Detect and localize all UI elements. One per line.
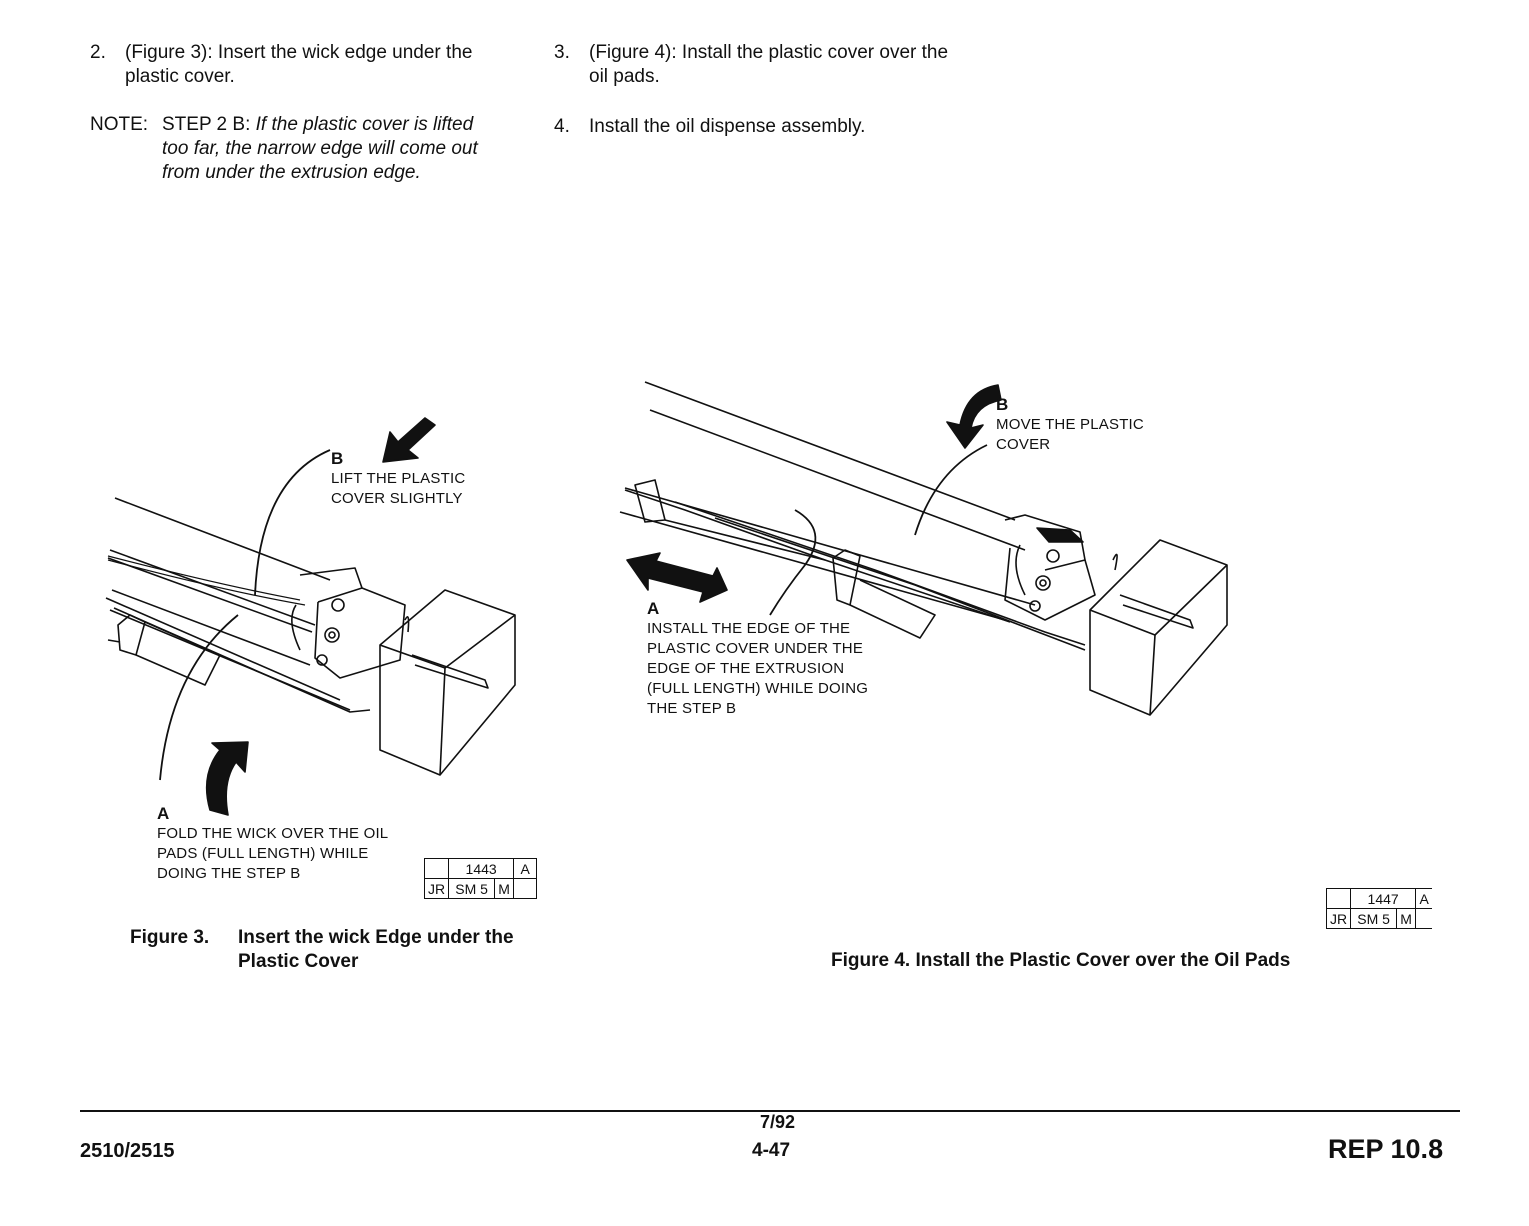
callout-line: MOVE THE PLASTIC (996, 416, 1144, 433)
figure-3-callout-b: B LIFT THE PLASTIC COVER SLIGHTLY (331, 449, 465, 509)
step-text: (Figure 4): Install the plastic cover ov… (589, 42, 949, 63)
tag-number: 1447 (1350, 888, 1417, 909)
figure-4-callout-b: B MOVE THE PLASTIC COVER (996, 395, 1144, 455)
callout-letter: B (331, 449, 344, 468)
figure-3-tag: 1443 A JR SM 5 M (423, 858, 538, 899)
tag-number: 1443 (448, 858, 515, 879)
step-text-cont: oil pads. (589, 66, 660, 87)
tag-rev: A (1415, 888, 1433, 909)
figure-3-callout-a: A FOLD THE WICK OVER THE OIL PADS (FULL … (157, 804, 388, 884)
callout-line: COVER (996, 436, 1051, 453)
footer-model: 2510/2515 (80, 1140, 175, 1162)
tag-code: JR (423, 878, 450, 899)
caption-text-cont: Plastic Cover (238, 951, 359, 972)
step-number: 4. (554, 116, 570, 137)
callout-line: INSTALL THE EDGE OF THE (647, 620, 851, 637)
note-line-3: from under the extrusion edge. (162, 162, 421, 183)
note-line-1: If the plastic cover is lifted (255, 114, 474, 135)
callout-line: FOLD THE WICK OVER THE OIL (157, 825, 389, 842)
callout-line: LIFT THE PLASTIC (331, 470, 466, 487)
figure-3-illustration (105, 417, 516, 816)
step-4: 4. Install the oil dispense assembly. (554, 115, 1004, 141)
step-3: 3. (Figure 4): Install the plastic cover… (554, 41, 1004, 91)
figure-4-caption: Figure 4. Install the Plastic Cover over… (831, 950, 1291, 971)
step-number: 3. (554, 42, 570, 63)
callout-line: PADS (FULL LENGTH) WHILE (157, 845, 369, 862)
callout-line: EDGE OF THE EXTRUSION (647, 660, 845, 677)
callout-letter: A (157, 804, 170, 823)
figure-4-callout-a: A INSTALL THE EDGE OF THE PLASTIC COVER … (647, 599, 868, 719)
callout-letter: A (647, 599, 660, 618)
step-text: Install the oil dispense assembly. (589, 116, 866, 137)
tag-code: SM 5 (448, 878, 496, 899)
footer-rule (80, 1110, 1460, 1112)
figure-3-caption: Figure 3. Insert the wick Edge under the… (130, 926, 550, 976)
note: NOTE: STEP 2 B: If the plastic cover is … (90, 113, 540, 188)
step-2: 2. (Figure 3): Insert the wick edge unde… (90, 41, 530, 91)
footer-date: 7/92 (760, 1112, 796, 1132)
tag-code: SM 5 (1350, 908, 1398, 929)
caption-label: Figure 3. (130, 927, 210, 948)
callout-line: COVER SLIGHTLY (331, 490, 463, 507)
note-line-2: too far, the narrow edge will come out (162, 138, 478, 159)
tag-code: M (494, 878, 515, 899)
figure-4-illustration (619, 381, 1228, 716)
step-text: (Figure 3): Insert the wick edge under t… (125, 42, 473, 63)
step-text-cont: plastic cover. (125, 66, 235, 87)
tag-rev: A (513, 858, 538, 879)
footer-section: REP 10.8 (1328, 1134, 1444, 1164)
note-lead: STEP 2 B: (162, 114, 256, 135)
caption-text: Insert the wick Edge under the (238, 927, 514, 948)
callout-line: (FULL LENGTH) WHILE DOING (647, 680, 869, 697)
footer-page-number: 4-47 (752, 1140, 791, 1161)
tag-code: M (1396, 908, 1417, 929)
figure-4-tag: 1447 A JR SM 5 M (1325, 888, 1433, 929)
callout-line: PLASTIC COVER UNDER THE (647, 640, 864, 657)
tag-code: JR (1325, 908, 1352, 929)
note-label: NOTE: (90, 114, 149, 135)
step-number: 2. (90, 42, 106, 63)
callout-letter: B (996, 395, 1009, 414)
callout-line: THE STEP B (647, 700, 737, 717)
callout-line: DOING THE STEP B (157, 865, 301, 882)
